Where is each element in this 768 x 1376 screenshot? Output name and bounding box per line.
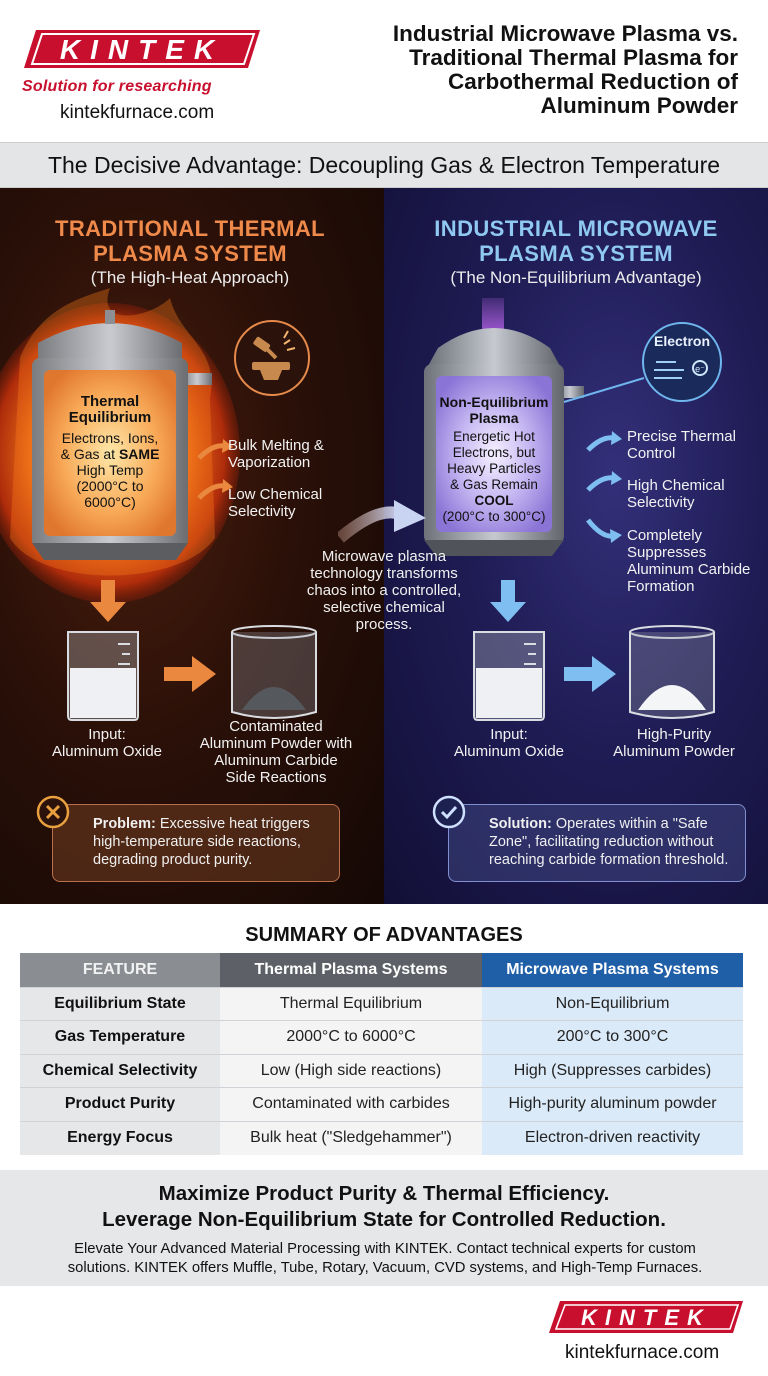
footer-logo-text: KINTEK [581, 1305, 711, 1330]
footer-website-link[interactable]: kintekfurnace.com [565, 1342, 720, 1363]
input-label-left: Input:Aluminum Oxide [51, 726, 163, 760]
solution-callout: Solution: Operates within a "Safe Zone",… [448, 804, 746, 882]
beaker-contaminated-powder [231, 625, 317, 719]
effect-arrows [197, 439, 233, 500]
cta-headline-1: Maximize Product Purity & Thermal Effici… [158, 1182, 610, 1205]
transition-arrow-icon [338, 500, 426, 543]
logo-text: KINTEK [60, 34, 224, 65]
down-arrow-icon [90, 580, 126, 622]
thermal-subheading: (The High-Heat Approach) [90, 268, 290, 287]
banner-text: The Decisive Advantage: Decoupling Gas &… [47, 152, 721, 178]
table-cell: Gas Temperature [20, 1020, 220, 1054]
table-cell: Low (High side reactions) [220, 1053, 482, 1088]
beaker-high-purity-powder [629, 625, 715, 719]
table-cell: High (Suppresses carbides) [482, 1053, 743, 1088]
hammer-anvil-icon [234, 320, 310, 396]
table-cell: Thermal Equilibrium [220, 986, 482, 1021]
vessel-lid [428, 328, 560, 366]
table-cell: Chemical Selectivity [20, 1053, 220, 1088]
table-cell: 2000°C to 6000°C [220, 1020, 482, 1054]
table-cell: Bulk heat ("Sledgehammer") [220, 1120, 482, 1155]
table-cell: Energy Focus [20, 1120, 220, 1155]
beaker-aluminum-oxide [473, 631, 545, 721]
section-banner: The Decisive Advantage: Decoupling Gas &… [0, 142, 768, 188]
table-cell: Product Purity [20, 1087, 220, 1121]
summary-title: SUMMARY OF ADVANTAGES [245, 924, 523, 946]
vessel-lid [38, 323, 182, 360]
table-cell: 200°C to 300°C [482, 1020, 743, 1054]
tagline: Solution for researching [22, 78, 212, 95]
thermal-vessel-graphic [0, 288, 240, 603]
header-microwave: Microwave Plasma Systems [482, 953, 743, 987]
electron-icon: e⁻ [642, 322, 722, 402]
solution-check-icon [432, 795, 466, 829]
table-cell: Non-Equilibrium [482, 986, 743, 1021]
right-arrow-icon [164, 656, 216, 692]
down-arrow-icon [490, 580, 526, 622]
microwave-vessel-graphic [424, 298, 584, 556]
kintek-footer-logo[interactable]: KINTEK [548, 1300, 744, 1334]
cta-body-2: solutions. KINTEK offers Muffle, Tube, R… [67, 1260, 703, 1276]
electron-label: Electron [653, 333, 710, 349]
input-label-right: Input:Aluminum Oxide [453, 726, 565, 760]
right-arrow-icon [564, 656, 616, 692]
header-thermal: Thermal Plasma Systems [220, 953, 482, 987]
cta-body-1: Elevate Your Advanced Material Processin… [74, 1241, 696, 1257]
summary-table: FEATURE Thermal Plasma Systems Microwave… [20, 953, 743, 1155]
microwave-subheading: (The Non-Equilibrium Advantage) [450, 268, 702, 287]
header-feature: FEATURE [20, 953, 220, 987]
effect-arrows [586, 431, 622, 543]
website-link[interactable]: kintekfurnace.com [60, 102, 215, 123]
kintek-logo[interactable]: KINTEK [22, 28, 262, 70]
svg-text:e⁻: e⁻ [695, 364, 705, 374]
table-cell: Contaminated with carbides [220, 1087, 482, 1121]
cta-headline-2: Leverage Non-Equilibrium State for Contr… [102, 1208, 666, 1231]
table-cell: Electron-driven reactivity [482, 1120, 743, 1155]
table-header-row: FEATURE Thermal Plasma Systems Microwave… [20, 953, 743, 987]
problem-x-icon [36, 795, 70, 829]
table-cell: High-purity aluminum powder [482, 1087, 743, 1121]
beaker-aluminum-oxide [67, 631, 139, 721]
page-header: KINTEK Solution for researching kintekfu… [0, 0, 768, 140]
page-title: Industrial Microwave Plasma vs. Traditio… [392, 21, 738, 118]
problem-callout: Problem: Excessive heat triggers high-te… [52, 804, 340, 882]
effect-bulk-melting: Bulk Melting &Vaporization [228, 437, 324, 471]
table-cell: Equilibrium State [20, 986, 220, 1021]
vessel-outlet [182, 373, 212, 385]
microwave-vessel-text: Non-Equilibrium Plasma Energetic Hot Ele… [439, 394, 549, 524]
thermal-vessel-text: Thermal Equilibrium Electrons, Ions, & G… [60, 393, 160, 511]
cta-section [0, 1170, 768, 1286]
electron-connector [563, 377, 645, 403]
